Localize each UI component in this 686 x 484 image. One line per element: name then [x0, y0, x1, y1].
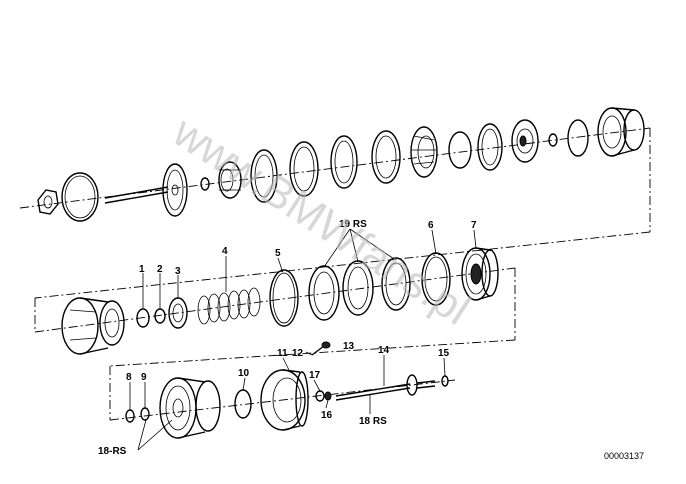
clutch-plate-e [477, 123, 503, 171]
callout-19-rs: 19 RS [339, 219, 367, 230]
part-4-spring-pack [197, 287, 261, 325]
part-19-clutch-plates [308, 257, 411, 321]
clutch-drum-bottom [159, 377, 221, 439]
part-5-snap-ring [269, 269, 299, 327]
part-12-13-screw [311, 341, 331, 356]
callout-11: 11 [277, 348, 288, 359]
part-7-piston [461, 247, 499, 301]
clutch-drum-middle [61, 297, 125, 355]
small-ring [548, 133, 558, 147]
callout-17: 17 [309, 370, 321, 381]
drive-shaft-with-flange [104, 163, 188, 217]
small-washer [200, 177, 210, 191]
callout-2: 2 [157, 264, 163, 275]
part-14-output-shaft [335, 374, 436, 401]
callout-3: 3 [175, 266, 181, 277]
roller-bearing-cage [410, 126, 438, 178]
callout-12: 12 [292, 348, 304, 359]
leader-lines [129, 228, 477, 451]
part-8-ring [125, 409, 135, 423]
callout-18-rs-left: 18-RS [98, 446, 127, 457]
callout-16: 16 [321, 410, 333, 421]
clutch-plate-c [330, 135, 358, 189]
callout-5: 5 [275, 248, 281, 259]
part-11-cover-plate [260, 369, 309, 431]
middle-row [34, 247, 516, 367]
clutch-plate-a [250, 149, 278, 203]
callout-14: 14 [378, 345, 390, 356]
large-snap-ring [61, 172, 99, 222]
callout-1: 1 [139, 264, 145, 275]
clutch-plate-b [289, 141, 319, 197]
thrust-ring [448, 131, 472, 169]
top-row [19, 107, 651, 299]
bottom-link-line [109, 339, 516, 367]
clutch-drum-top [597, 107, 645, 157]
bottom-row [109, 341, 456, 439]
callout-6: 6 [428, 220, 434, 231]
callout-8: 8 [126, 372, 132, 383]
callout-10: 10 [238, 368, 250, 379]
part-9-ring [140, 407, 150, 421]
callout-labels: 1 2 3 4 5 6 7 19 RS 8 9 10 11 12 13 14 1… [98, 219, 477, 457]
callout-18-rs: 18 RS [359, 416, 387, 427]
bottom-axis-line [109, 379, 456, 421]
callout-9: 9 [141, 372, 147, 383]
callout-7: 7 [471, 220, 477, 231]
spacer-ring [567, 119, 589, 157]
callout-4: 4 [222, 246, 228, 257]
part-16-seal [324, 391, 332, 401]
hex-nut [37, 189, 59, 215]
sun-gear [218, 161, 242, 199]
callout-13: 13 [343, 341, 355, 352]
callout-15: 15 [438, 348, 450, 359]
middle-link-line [34, 231, 651, 299]
clutch-plate-d [371, 130, 401, 184]
part-1-washer [136, 308, 150, 328]
middle-axis-line [34, 267, 516, 333]
clutch-hub [511, 119, 539, 163]
drawing-code: 00003137 [604, 451, 644, 461]
